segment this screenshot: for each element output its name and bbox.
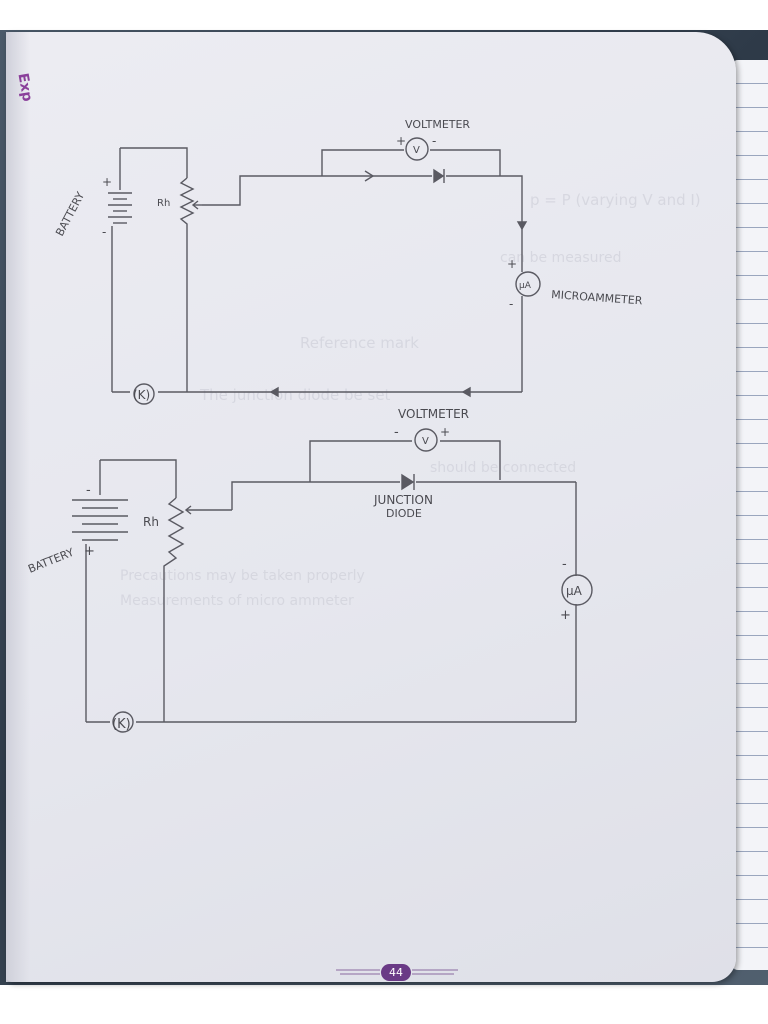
svg-text:Precautions may be taken prope: Precautions may be taken properly bbox=[120, 568, 365, 584]
rheostat-bottom bbox=[163, 497, 185, 722]
rheostat-top bbox=[179, 177, 195, 392]
voltmeter-bottom-symbol: V bbox=[422, 436, 429, 447]
page-number: 44 bbox=[381, 964, 411, 981]
voltmeter-top-plus: + bbox=[396, 134, 406, 148]
microammeter-bottom-minus: - bbox=[562, 557, 567, 572]
svg-text:p = P (varying V and I): p = P (varying V and I) bbox=[530, 191, 701, 209]
page-number-decoration bbox=[336, 969, 458, 975]
notebook-page bbox=[6, 32, 736, 982]
voltmeter-top-icon bbox=[405, 137, 429, 161]
key-bottom-label: (K) bbox=[112, 717, 131, 732]
svg-text:can be measured: can be measured bbox=[500, 250, 622, 266]
circuit-top bbox=[108, 137, 541, 405]
circuit-bottom bbox=[72, 428, 593, 733]
key-top-icon bbox=[133, 383, 155, 405]
rheostat-top-label: Rh bbox=[157, 198, 170, 209]
svg-text:Reference mark: Reference mark bbox=[300, 334, 419, 352]
microammeter-top-symbol: μA bbox=[519, 281, 532, 291]
battery-bottom-plus: + bbox=[84, 544, 95, 559]
battery-top-plus: + bbox=[102, 175, 112, 189]
voltmeter-top-minus: - bbox=[432, 134, 436, 148]
svg-text:should be connected: should be connected bbox=[430, 460, 576, 476]
microammeter-bottom-symbol: μA bbox=[566, 584, 583, 598]
voltmeter-bottom-icon bbox=[414, 428, 438, 452]
battery-top-label: BATTERY bbox=[53, 190, 87, 239]
voltmeter-top-symbol: V bbox=[413, 145, 420, 156]
battery-bottom-minus: - bbox=[86, 483, 91, 498]
voltmeter-bottom-plus: + bbox=[440, 425, 450, 439]
microammeter-top-title: MICROAMMETER bbox=[551, 288, 643, 307]
battery-top-minus: - bbox=[102, 225, 106, 239]
svg-text:The junction diode be set: The junction diode be set bbox=[199, 386, 391, 404]
microammeter-top-icon bbox=[515, 271, 541, 297]
voltmeter-bottom-minus: - bbox=[394, 425, 399, 440]
voltmeter-top-title: VOLTMETER bbox=[405, 118, 470, 131]
battery-bottom-label: BATTERY bbox=[26, 546, 76, 576]
microammeter-bottom-icon bbox=[561, 574, 593, 606]
battery-top bbox=[108, 148, 132, 392]
diode-label-line2: DIODE bbox=[386, 507, 422, 520]
microammeter-bottom-plus: + bbox=[560, 608, 571, 623]
svg-text:Measurements of micro ammeter: Measurements of micro ammeter bbox=[120, 593, 354, 609]
microammeter-top-plus: + bbox=[507, 257, 517, 271]
microammeter-top-minus: - bbox=[509, 297, 513, 311]
diode-label-line1: JUNCTION bbox=[373, 493, 433, 507]
battery-bottom bbox=[72, 460, 128, 722]
show-through-text: p = P (varying V and I) can be measured … bbox=[120, 191, 701, 609]
rheostat-bottom-label: Rh bbox=[143, 515, 159, 529]
key-top-label: (K) bbox=[133, 388, 150, 402]
key-bottom-icon bbox=[112, 711, 134, 733]
voltmeter-bottom-title: VOLTMETER bbox=[398, 407, 469, 421]
